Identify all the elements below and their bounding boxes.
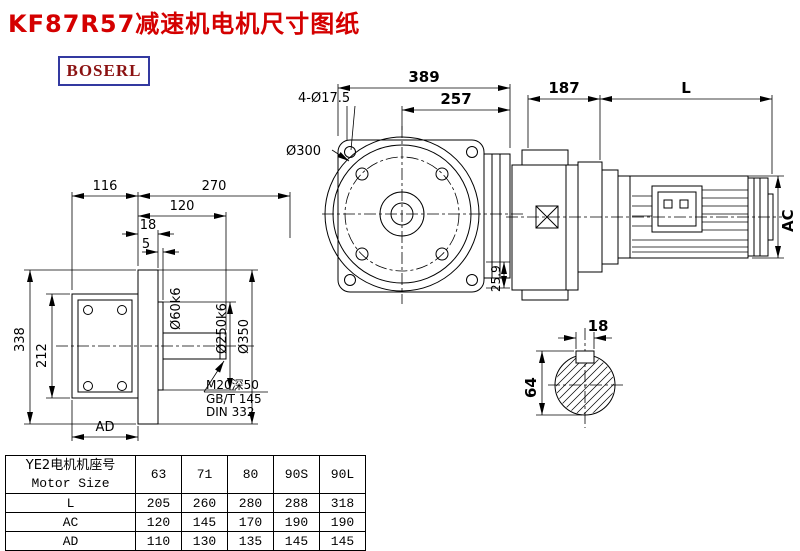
dim-flange-thickness-label: 18 (140, 218, 157, 233)
table-cell: 280 (227, 493, 274, 513)
table-cell: 205 (135, 493, 182, 513)
dim-spigot-diameter-label: Ø250k6 (215, 303, 230, 354)
table-cell: 135 (227, 531, 274, 551)
motor-size-table: YE2电机机座号 Motor Size 63 71 80 90S 90L L 2… (5, 455, 366, 551)
note-standard2-label: DIN 332 (206, 405, 254, 419)
column-header: 63 (135, 455, 182, 494)
note-standard1-label: GB/T 145 (206, 392, 262, 406)
column-header: 90L (319, 455, 366, 494)
motor-fins (632, 189, 748, 253)
dim-face-width-label: 257 (440, 90, 471, 108)
header-cn: YE2电机机座号 (25, 458, 116, 473)
dim-shaft-diameter-label: Ø60k6 (169, 287, 184, 330)
dim-shaft-length-label: 120 (170, 199, 195, 214)
keyway-slot (575, 350, 595, 364)
table-cell: 190 (273, 512, 320, 532)
table-cell: 318 (319, 493, 366, 513)
dim-corner-offset-label: 25.9 (489, 265, 503, 292)
column-header: 80 (227, 455, 274, 494)
table-cell: 145 (181, 512, 228, 532)
row-label: AC (5, 512, 136, 532)
table-cell: 120 (135, 512, 182, 532)
output-view: 116 270 120 18 5 Ø60k6 Ø250k6 (13, 179, 291, 441)
dim-motor-length-label: L (681, 79, 691, 97)
table-row: AC 120 145 170 190 190 (5, 512, 366, 532)
dim-total-height-label: 338 (13, 327, 28, 352)
front-view: 389 257 4-Ø17.5 Ø300 25.9 (286, 68, 524, 304)
table-cell: 190 (319, 512, 366, 532)
table-cell: 288 (273, 493, 320, 513)
table-header-row: YE2电机机座号 Motor Size 63 71 80 90S 90L (5, 455, 366, 494)
dim-housing-height-label: 212 (35, 343, 50, 368)
row-label: AD (5, 531, 136, 551)
table-row: AD 110 130 135 145 145 (5, 531, 366, 551)
dim-flange-od-label: Ø350 (237, 319, 252, 354)
column-header: 90S (273, 455, 320, 494)
table-cell: 145 (319, 531, 366, 551)
shaft-section-view: 18 64 (522, 317, 624, 428)
table-cell: 110 (135, 531, 182, 551)
dim-overall-width-label: 389 (408, 68, 439, 86)
table-row: L 205 260 280 288 318 (5, 493, 366, 513)
dim-motor-height-label: AC (779, 209, 797, 232)
dim-gearbox-length-label: 187 (548, 79, 579, 97)
row-label: L (5, 493, 136, 513)
page-title: KF87R57减速机电机尺寸图纸 (8, 10, 361, 38)
column-header: 71 (181, 455, 228, 494)
dim-ad-label: AD (96, 420, 115, 435)
table-cell: 170 (227, 512, 274, 532)
dim-section-height-label: 64 (522, 377, 540, 398)
table-header-motor-size: YE2电机机座号 Motor Size (5, 455, 136, 494)
brand-logo: BOSERL (58, 56, 150, 86)
header-en: Motor Size (31, 476, 110, 491)
note-thread-label: M20深50 (206, 378, 259, 392)
dim-housing-depth-label: 116 (93, 179, 118, 194)
side-view: 187 L AC (506, 79, 797, 301)
dim-mount-holes-label: 4-Ø17.5 (298, 91, 350, 106)
table-cell: 130 (181, 531, 228, 551)
table-cell: 145 (273, 531, 320, 551)
table-cell: 260 (181, 493, 228, 513)
dim-spigot-depth-label: 5 (142, 237, 150, 252)
dim-flange-diameter-label: Ø300 (286, 144, 321, 159)
dim-key-width-label: 18 (588, 317, 609, 335)
dim-total-depth-label: 270 (202, 179, 227, 194)
